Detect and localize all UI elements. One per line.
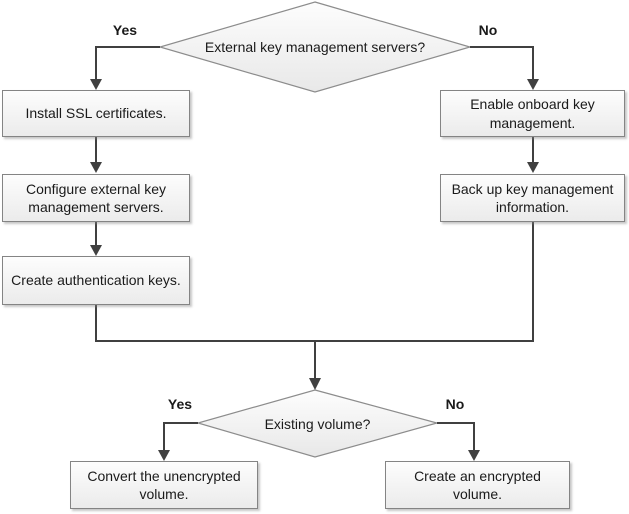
arrowhead-volume-yes	[158, 450, 170, 461]
arrowhead-volume-no	[468, 450, 480, 461]
process-convert-unencrypted-volume: Convert the unencrypted volume.	[70, 461, 258, 509]
connector-kms-no	[470, 46, 534, 80]
branch-label-kms-yes: Yes	[112, 22, 138, 38]
decision-diamond-external-kms	[157, 1, 473, 93]
process-backup-key-management-info: Back up key management information.	[440, 174, 625, 222]
branch-label-volume-yes: Yes	[167, 396, 193, 412]
arrowhead-configure-to-authkeys	[90, 245, 102, 256]
arrowhead-kms-no	[527, 79, 539, 90]
process-install-ssl-certificates: Install SSL certificates.	[2, 90, 190, 137]
decision-diamond-existing-volume	[195, 389, 440, 458]
connector-volume-no	[437, 422, 475, 450]
process-create-authentication-keys: Create authentication keys.	[2, 256, 190, 305]
branch-label-volume-no: No	[445, 396, 465, 412]
process-create-encrypted-volume: Create an encrypted volume.	[385, 461, 570, 509]
arrowhead-kms-yes	[90, 79, 102, 90]
connector-kms-yes	[95, 46, 160, 80]
process-configure-external-kms: Configure external key management server…	[2, 174, 190, 222]
connector-volume-yes	[163, 422, 198, 450]
arrowhead-merge-to-decision2	[309, 378, 321, 390]
arrowhead-install-to-configure	[90, 162, 102, 173]
process-enable-onboard-key-management: Enable onboard key management.	[440, 90, 625, 137]
arrowhead-enable-to-backup	[527, 162, 539, 173]
branch-label-kms-no: No	[478, 22, 498, 38]
